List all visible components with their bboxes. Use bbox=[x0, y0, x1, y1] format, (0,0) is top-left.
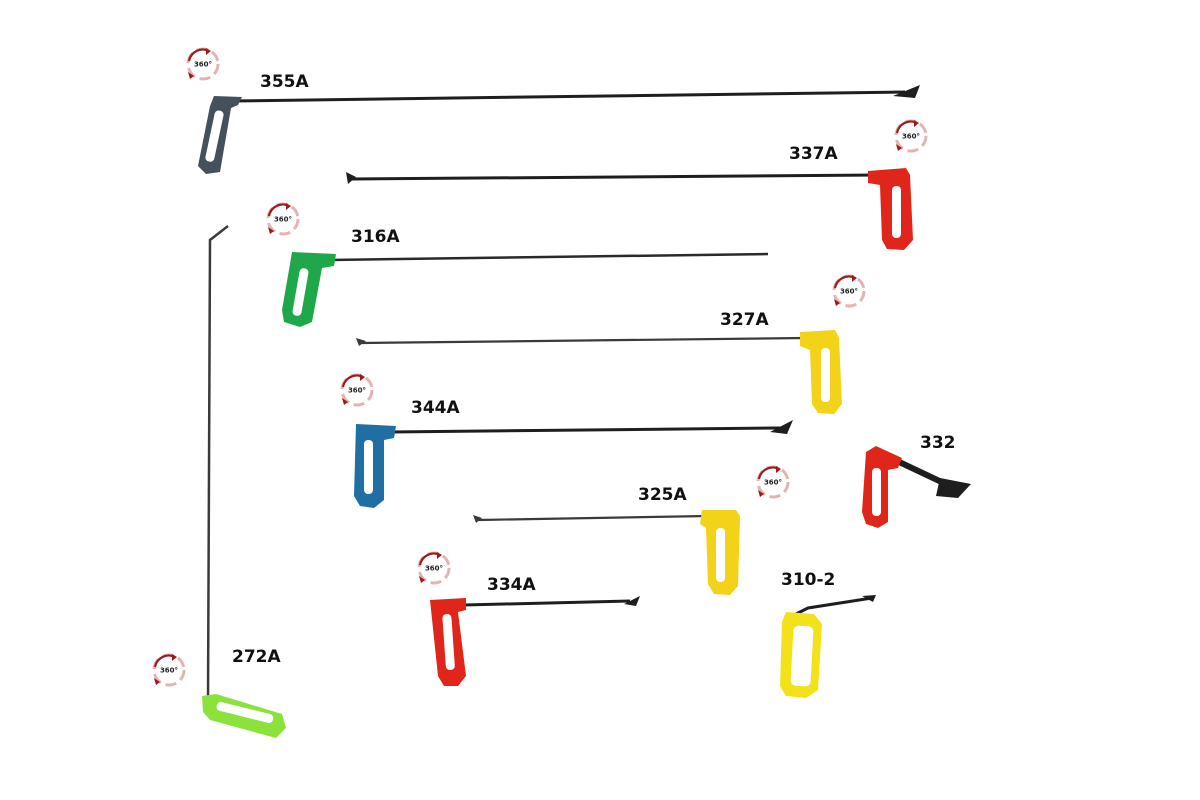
tool-rod bbox=[389, 426, 781, 434]
tool-label: 316A bbox=[351, 227, 400, 247]
handle-grip-hole bbox=[364, 440, 373, 494]
tool-rod bbox=[231, 90, 906, 103]
tool-label: 355A bbox=[260, 72, 309, 92]
tool-label: 344A bbox=[411, 398, 460, 418]
tool-label: 325A bbox=[638, 485, 687, 505]
rotation-icon: 360° bbox=[152, 652, 186, 687]
tool-272A: 360° 272A bbox=[152, 225, 286, 738]
tool-tip bbox=[936, 478, 971, 498]
tool-tip bbox=[356, 338, 366, 346]
svg-text:360°: 360° bbox=[425, 565, 443, 573]
svg-text:360°: 360° bbox=[764, 479, 782, 487]
tool-handle bbox=[198, 96, 242, 174]
svg-text:360°: 360° bbox=[840, 288, 858, 296]
handle-grip-hole bbox=[216, 701, 274, 724]
handle-grip-hole bbox=[892, 186, 901, 238]
svg-text:360°: 360° bbox=[160, 667, 178, 675]
handle-grip-hole bbox=[790, 625, 814, 687]
tool-334A: 360° 334A bbox=[417, 550, 640, 686]
tool-tip bbox=[893, 85, 920, 98]
handle-grip-hole bbox=[716, 528, 725, 582]
tool-rod bbox=[329, 252, 769, 262]
tool-355A: 360° 355A bbox=[186, 46, 920, 174]
tool-310-2: 310-2 bbox=[780, 570, 876, 698]
rotation-icon: 360° bbox=[266, 201, 300, 236]
handle-grip-hole bbox=[442, 613, 455, 670]
rotation-icon: 360° bbox=[417, 550, 451, 585]
tool-label: 337A bbox=[789, 144, 838, 164]
rotation-icon: 360° bbox=[340, 372, 374, 407]
tool-label: 334A bbox=[487, 575, 536, 595]
svg-text:360°: 360° bbox=[274, 216, 292, 224]
rotation-icon: 360° bbox=[756, 464, 790, 499]
tool-tip bbox=[862, 595, 876, 602]
tool-332: 332 bbox=[862, 433, 971, 528]
svg-text:360°: 360° bbox=[902, 133, 920, 141]
rotation-icon: 360° bbox=[186, 46, 220, 81]
handle-grip-hole bbox=[292, 268, 309, 316]
tool-label: 332 bbox=[920, 433, 956, 453]
tool-label: 327A bbox=[720, 310, 769, 330]
tool-344A: 360° 344A bbox=[340, 372, 793, 508]
tool-316A: 360° 316A bbox=[266, 201, 769, 327]
tool-325A: 360° 325A bbox=[473, 464, 790, 595]
tool-rod bbox=[795, 596, 873, 616]
rotation-icon: 360° bbox=[832, 273, 866, 308]
tool-337A: 360° 337A bbox=[346, 118, 928, 250]
tool-label: 272A bbox=[232, 647, 281, 667]
tool-handle bbox=[868, 168, 913, 250]
tool-handle bbox=[282, 252, 336, 327]
rotation-icon: 360° bbox=[894, 118, 928, 153]
tool-tip bbox=[770, 420, 793, 434]
tool-handle bbox=[862, 446, 902, 528]
svg-text:360°: 360° bbox=[194, 61, 212, 69]
tool-label: 310-2 bbox=[781, 570, 835, 590]
tool-tip bbox=[624, 596, 640, 606]
handle-grip-hole bbox=[821, 348, 830, 402]
svg-text:360°: 360° bbox=[348, 387, 366, 395]
tool-tip bbox=[473, 515, 482, 523]
handle-grip-hole bbox=[872, 468, 881, 516]
handle-grip-hole bbox=[205, 110, 224, 162]
tool-handle bbox=[354, 424, 396, 508]
tool-rod bbox=[477, 514, 709, 522]
tool-rod bbox=[351, 173, 881, 181]
tool-tip bbox=[346, 172, 356, 184]
tool-rod bbox=[361, 336, 806, 345]
tool-rod bbox=[463, 599, 631, 607]
tool-327A: 360° 327A bbox=[356, 273, 866, 414]
tool-rod bbox=[206, 225, 229, 701]
